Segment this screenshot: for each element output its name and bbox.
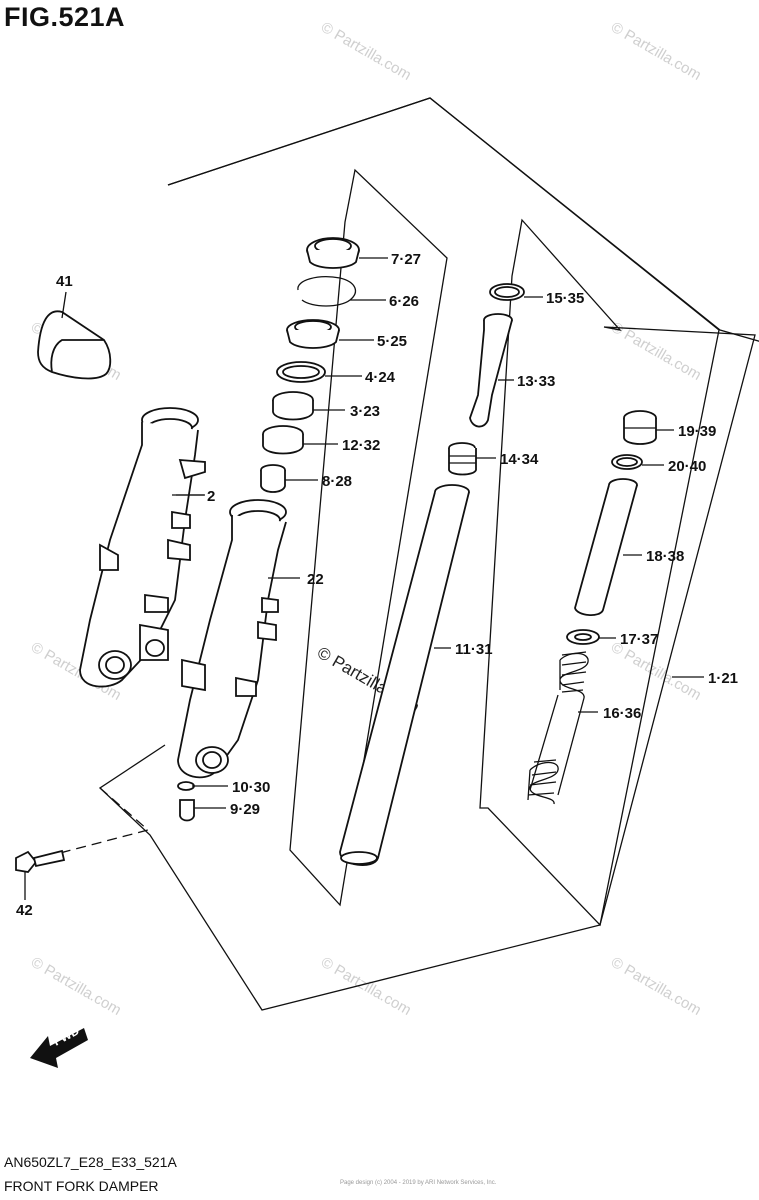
callout-11-31: 11·31 xyxy=(455,641,493,658)
callout-9-29: 9·29 xyxy=(230,801,260,818)
watermark: © Partzilla.com xyxy=(318,19,414,84)
watermark: © Partzilla.com xyxy=(608,639,704,704)
callout-41: 41 xyxy=(56,273,73,290)
part-12-bushing xyxy=(262,425,304,455)
part-19-cap-bolt xyxy=(623,410,657,445)
callout-2: 2 xyxy=(207,488,215,505)
part-18-spacer xyxy=(574,478,638,616)
callout-7-27: 7·27 xyxy=(391,251,421,268)
callout-13-33: 13·33 xyxy=(517,373,555,390)
callout-4-24: 4·24 xyxy=(365,369,396,386)
figure-caption: FRONT FORK DAMPER xyxy=(4,1178,159,1194)
fine-print: Page design (c) 2004 - 2019 by ARI Netwo… xyxy=(340,1180,497,1186)
callout-17-37: 17·37 xyxy=(620,631,658,648)
part-4-washer xyxy=(276,361,326,383)
part-14-spring xyxy=(448,442,477,476)
part-9-bolt xyxy=(179,799,195,822)
callout-3-23: 3·23 xyxy=(350,403,380,420)
callout-labels: 7·27 6·26 5·25 4·24 3·23 12·32 8·28 15·3… xyxy=(16,251,738,919)
callout-16-36: 16·36 xyxy=(603,705,641,722)
callout-42: 42 xyxy=(16,902,33,919)
assembly-boundary xyxy=(167,97,759,342)
part-3-bushing xyxy=(272,391,314,421)
damper-boundary xyxy=(289,168,448,907)
part-41-cover xyxy=(37,291,112,380)
fwd-arrow-icon: FWD xyxy=(30,1023,88,1068)
watermark: © Partzilla.com xyxy=(28,954,124,1019)
cartridge-boundary xyxy=(479,218,756,927)
part-22-outer-tube xyxy=(177,499,300,779)
callout-18-38: 18·38 xyxy=(646,548,684,565)
model-code: AN650ZL7_E28_E33_521A xyxy=(4,1154,177,1170)
callout-6-26: 6·26 xyxy=(389,293,419,310)
callout-22: 22 xyxy=(307,571,324,588)
watermark: © Partzilla.com xyxy=(608,19,704,84)
callout-5-25: 5·25 xyxy=(377,333,407,350)
watermark: © Partzilla.com xyxy=(608,954,704,1019)
part-11-inner-tube xyxy=(339,484,470,866)
part-13-rod xyxy=(469,313,513,428)
part-17-washer xyxy=(566,629,600,645)
callout-15-35: 15·35 xyxy=(546,290,584,307)
callout-1-21: 1·21 xyxy=(708,670,738,687)
leader-lines xyxy=(24,257,704,900)
part-5-oil-seal xyxy=(286,319,340,349)
part-6-clip xyxy=(297,276,357,307)
part-20-o-ring xyxy=(611,454,643,470)
part-7-dust-seal xyxy=(306,237,360,269)
part-42-bolt xyxy=(15,849,66,873)
callout-12-32: 12·32 xyxy=(342,437,380,454)
part-2-outer-tube xyxy=(79,407,206,688)
part-16-spring xyxy=(527,651,589,805)
assembly-boundary xyxy=(98,97,720,1011)
watermark: © Partzilla.com xyxy=(318,954,414,1019)
callout-8-28: 8·28 xyxy=(322,473,352,490)
part-15-ring xyxy=(489,283,525,301)
callout-19-39: 19·39 xyxy=(678,423,716,440)
figure-title: FIG.521A xyxy=(4,2,126,32)
boundary-dashed xyxy=(59,787,150,854)
callout-20-40: 20·40 xyxy=(668,458,706,475)
part-10-washer xyxy=(177,781,195,791)
callout-10-30: 10·30 xyxy=(232,779,270,796)
part-8-bushing xyxy=(260,464,286,493)
callout-14-34: 14·34 xyxy=(500,451,539,468)
